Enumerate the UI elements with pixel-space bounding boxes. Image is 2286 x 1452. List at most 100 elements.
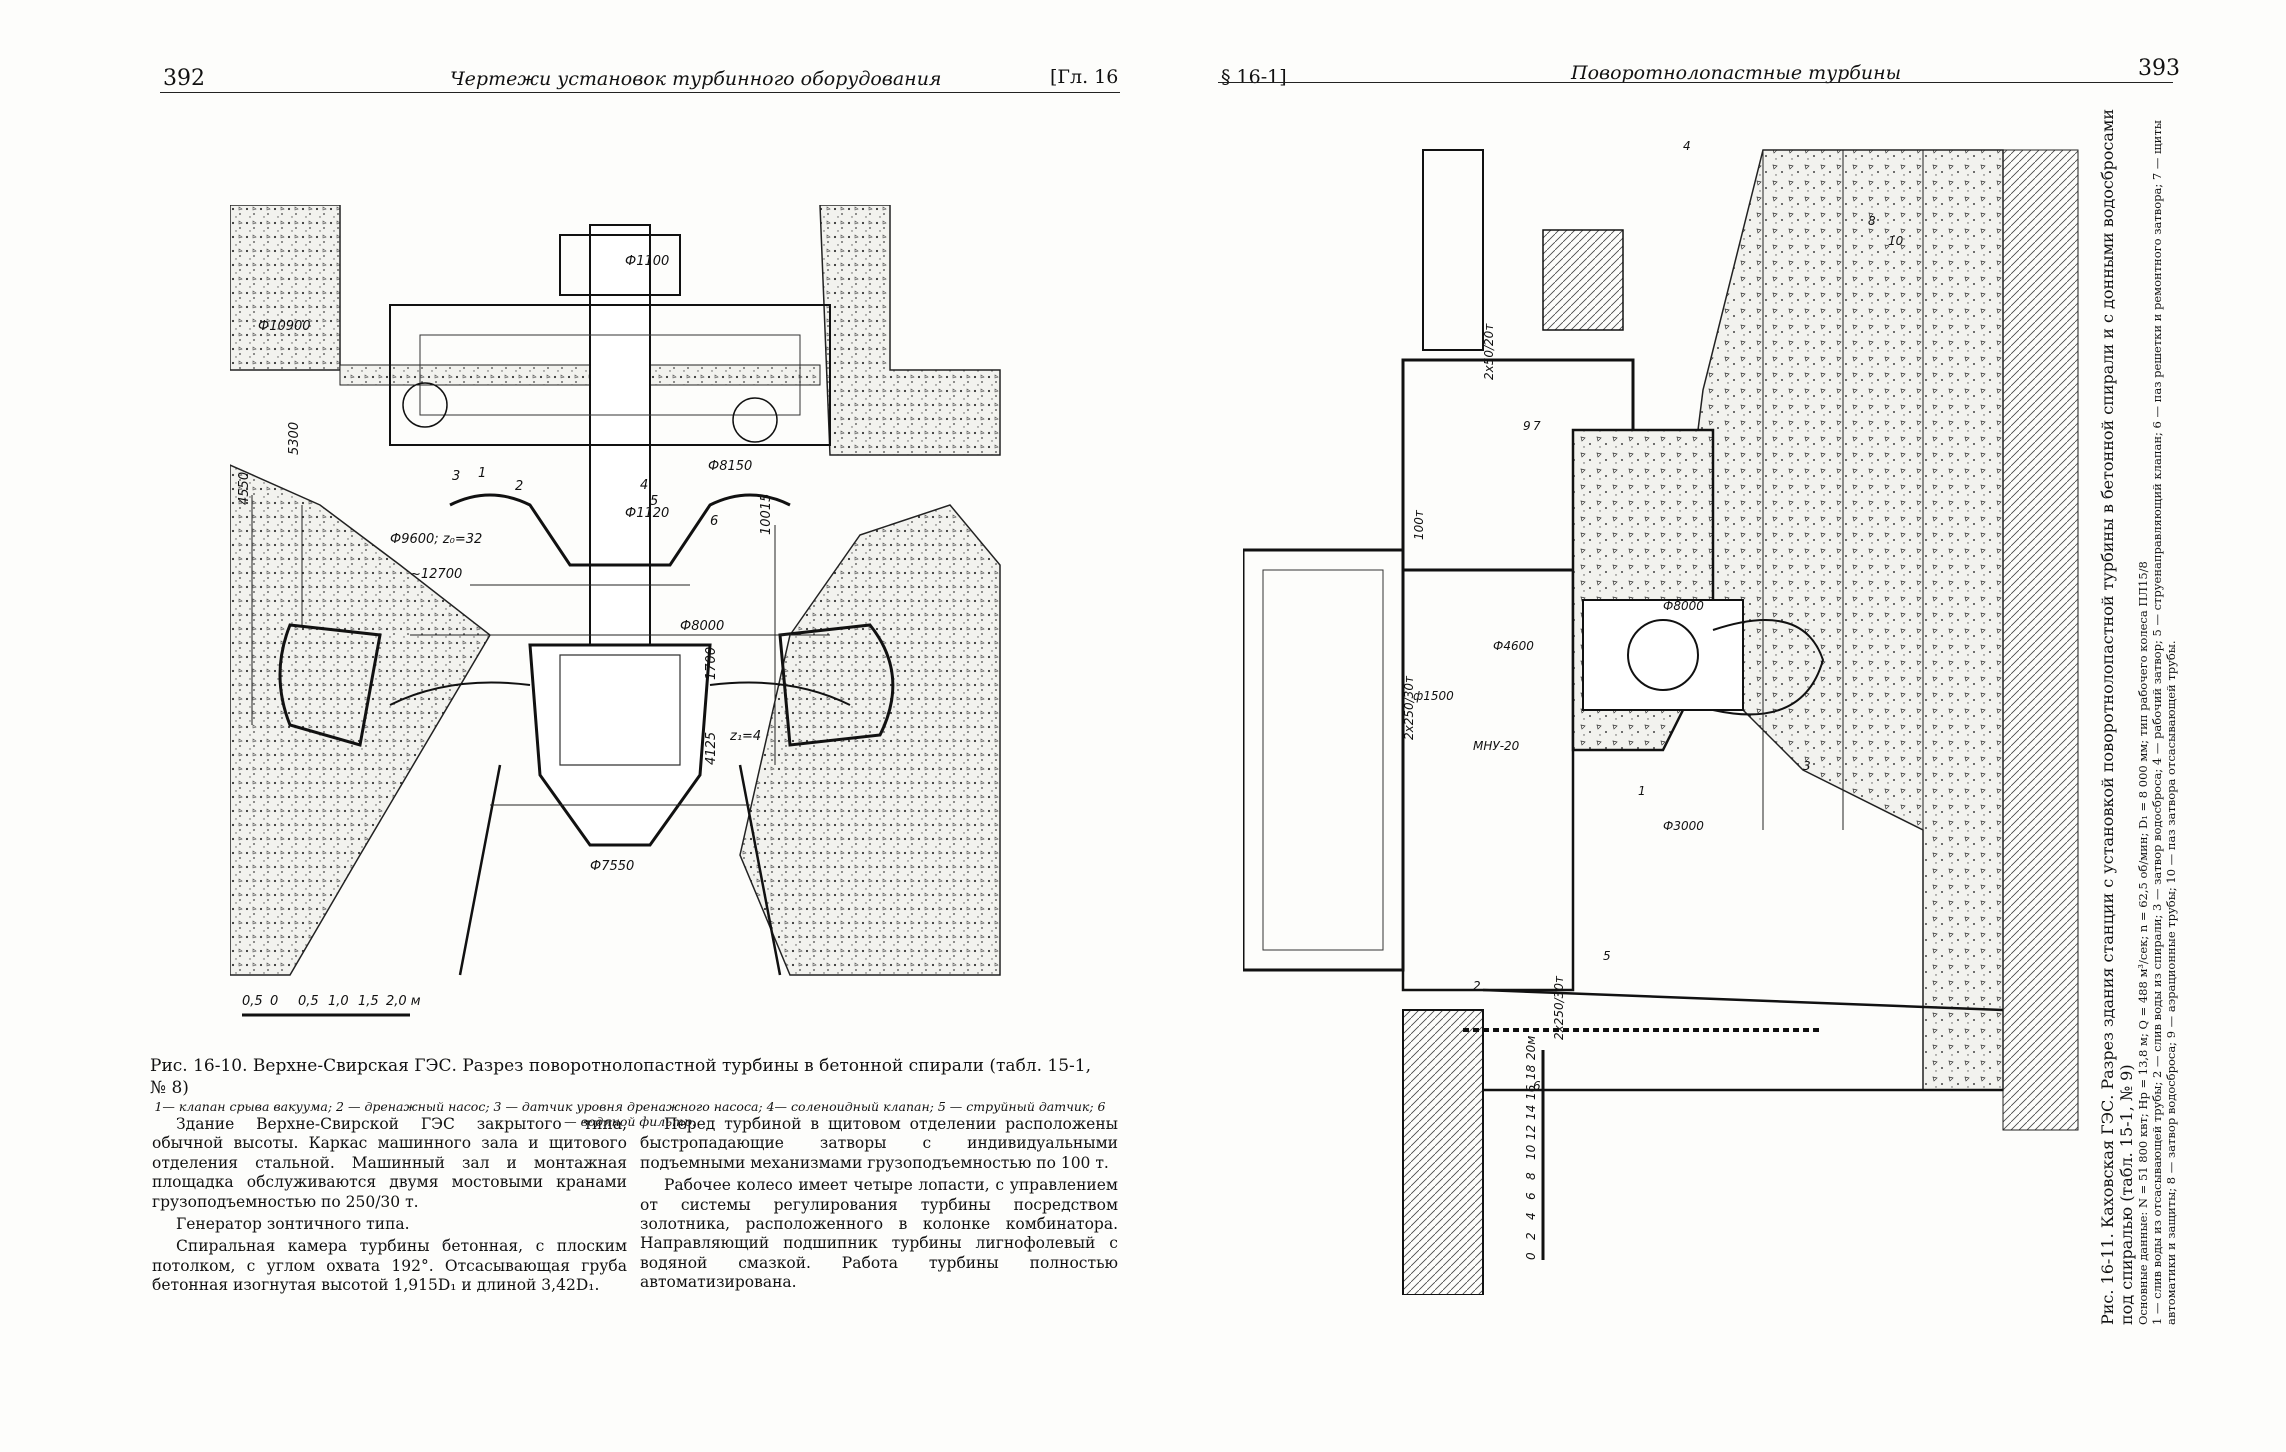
intake-gates [1422,149,1484,351]
svg-text:10: 10 [1524,1144,1538,1160]
dim-label: Ф9600; z₀=32 [390,532,482,547]
bottom-spillway [1402,1009,1484,1295]
dim-label: 5300 [287,422,302,455]
left-page: 392 Чертежи установок турбинного оборудо… [150,66,1120,1299]
svg-text:0: 0 [1524,1252,1538,1260]
callout: 3 [452,469,460,484]
dim-label: Ф8150 [708,459,752,474]
running-title-left: Чертежи установок турбинного оборудовани… [450,68,942,90]
svg-text:6: 6 [1524,1192,1538,1200]
caption-legend: 1 — слив воды из отсасывающей трубы; 2 —… [2150,120,2178,1325]
dim-label: 1700 [704,647,719,680]
svg-text:8: 8 [1524,1172,1538,1180]
paragraph: Перед турбиной в щитовом отделении распо… [640,1115,1118,1172]
callout: 1 [1638,784,1646,798]
dim-label: Ф7550 [590,859,634,874]
callout: 4 [640,478,648,493]
svg-text:16: 16 [1524,1084,1538,1100]
svg-text:14: 14 [1524,1105,1538,1120]
turbine-unit [1582,599,1744,711]
generator-housing [389,304,831,446]
paragraph: Спиральная камера турбины бетонная, с пл… [152,1237,627,1295]
dim-label: z₁=4 [729,729,761,744]
dim-label: МНУ-20 [1473,739,1520,753]
dim-label: 100т [1412,509,1426,540]
dim-label: ф1500 [1413,689,1454,703]
dim-label: 4125 [704,732,719,765]
concrete-right-upper [819,205,1001,456]
callout: 4 [1683,139,1691,153]
caption-data: Основные данные: N = 51 800 квт; Hр = 13… [2136,561,2150,1325]
svg-text:20м: 20м [1524,1036,1538,1060]
embankment [2002,149,2079,1131]
svg-text:18: 18 [1524,1064,1538,1080]
dim-label: Ф1100 [625,254,669,269]
svg-text:1,0: 1,0 [328,994,349,1009]
paragraph: Рабочее колесо имеет четыре лопасти, с у… [640,1176,1118,1292]
draft-tube [458,764,782,976]
scale-bar: 0,5 0 0,5 1,0 1,5 2,0 м [242,994,421,1017]
callout: 6 [710,514,718,529]
svg-text:2: 2 [1524,1232,1538,1240]
runner-blade-left [389,681,531,706]
callout: 8 [1868,214,1876,228]
callout: 9 [1523,419,1531,433]
svg-text:4: 4 [1524,1212,1538,1220]
scale-bar: 0 2 4 6 8 10 12 14 16 18 20м [1524,1036,1545,1260]
svg-text:1,5: 1,5 [358,994,379,1009]
paragraph: Здание Верхне-Свирской ГЭС закрытого тип… [152,1115,627,1211]
callout: 5 [1603,949,1611,963]
paragraph: Генератор зонтичного типа. [176,1215,410,1234]
svg-text:0,5: 0,5 [242,994,263,1009]
header-rule-right [1218,82,2173,83]
svg-text:12: 12 [1524,1125,1538,1140]
turbine-section-drawing: Ф10900 Ф1100 Ф1120 Ф8150 Ф9600; z₀=32 ~1… [230,205,1001,1017]
runner-hub [528,643,712,847]
text-column-2: Перед турбиной в щитовом отделении распо… [640,1115,1118,1296]
chapter-ref: [Гл. 16 [1050,66,1119,88]
page-number-left: 392 [163,66,205,91]
spiral-casing-right [778,623,895,747]
dim-label: 4550 [237,472,252,505]
callout: 2 [515,479,523,494]
svg-text:0: 0 [270,994,278,1009]
callout: 2 [1473,979,1481,993]
runner-blade-right [709,681,851,706]
dim-label: 2х250/30т [1552,975,1566,1040]
page-number-right: 393 [2138,56,2180,81]
dim-label: Ф10900 [258,319,311,334]
callout: 7 [1533,419,1541,433]
callout: 1 [478,466,486,481]
svg-text:2,0 м: 2,0 м [386,994,421,1009]
spiral-casing-left [278,623,382,747]
running-title-right: Поворотнолопастные турбины [1571,62,1902,84]
dim-label: 10015 [759,494,774,535]
caption-title: Рис. 16-10. Верхне-Свирская ГЭС. Разрез … [150,1056,1092,1098]
switchgear-room [1243,548,1405,972]
concrete-right-base [739,504,1001,976]
dim-label: Ф8000 [1663,599,1704,613]
dim-label: 2х50/20т [1482,323,1496,380]
callout: 10 [1888,234,1904,248]
concrete-left-upper [230,205,341,371]
dim-label: Ф4600 [1493,639,1534,653]
dim-label: Ф3000 [1663,819,1704,833]
header-rule-left [160,92,1120,93]
draft-tube [1482,988,2004,1092]
generator-hall [1401,568,1575,992]
figure-caption-16-10: Рис. 16-10. Верхне-Свирская ГЭС. Разрез … [150,1055,1110,1129]
figure-caption-16-11: Рис. 16-11. Каховская ГЭС. Разрез здания… [2098,105,2178,1325]
svg-text:0,5: 0,5 [298,994,319,1009]
right-page: § 16-1] Поворотнолопастные турбины 393 [1143,0,2286,1452]
concrete-floor [339,364,821,386]
callout: 5 [650,494,658,509]
dim-label: Ф8000 [680,619,724,634]
text-column-1: Здание Верхне-Свирской ГЭС закрытого тип… [152,1115,627,1299]
section-ref: § 16-1] [1221,66,1287,88]
power-station-section-drawing: 1 2 3 4 5 6 7 8 9 10 ф1500 Ф4600 Ф3000 Ф… [1243,139,2079,1295]
concrete-left-base [230,464,491,976]
dim-label: ~12700 [410,567,462,582]
caption-title: Рис. 16-11. Каховская ГЭС. Разрез здания… [2098,109,2136,1325]
turbine-head-cover [449,493,791,567]
callout: 6 [1533,1079,1541,1093]
